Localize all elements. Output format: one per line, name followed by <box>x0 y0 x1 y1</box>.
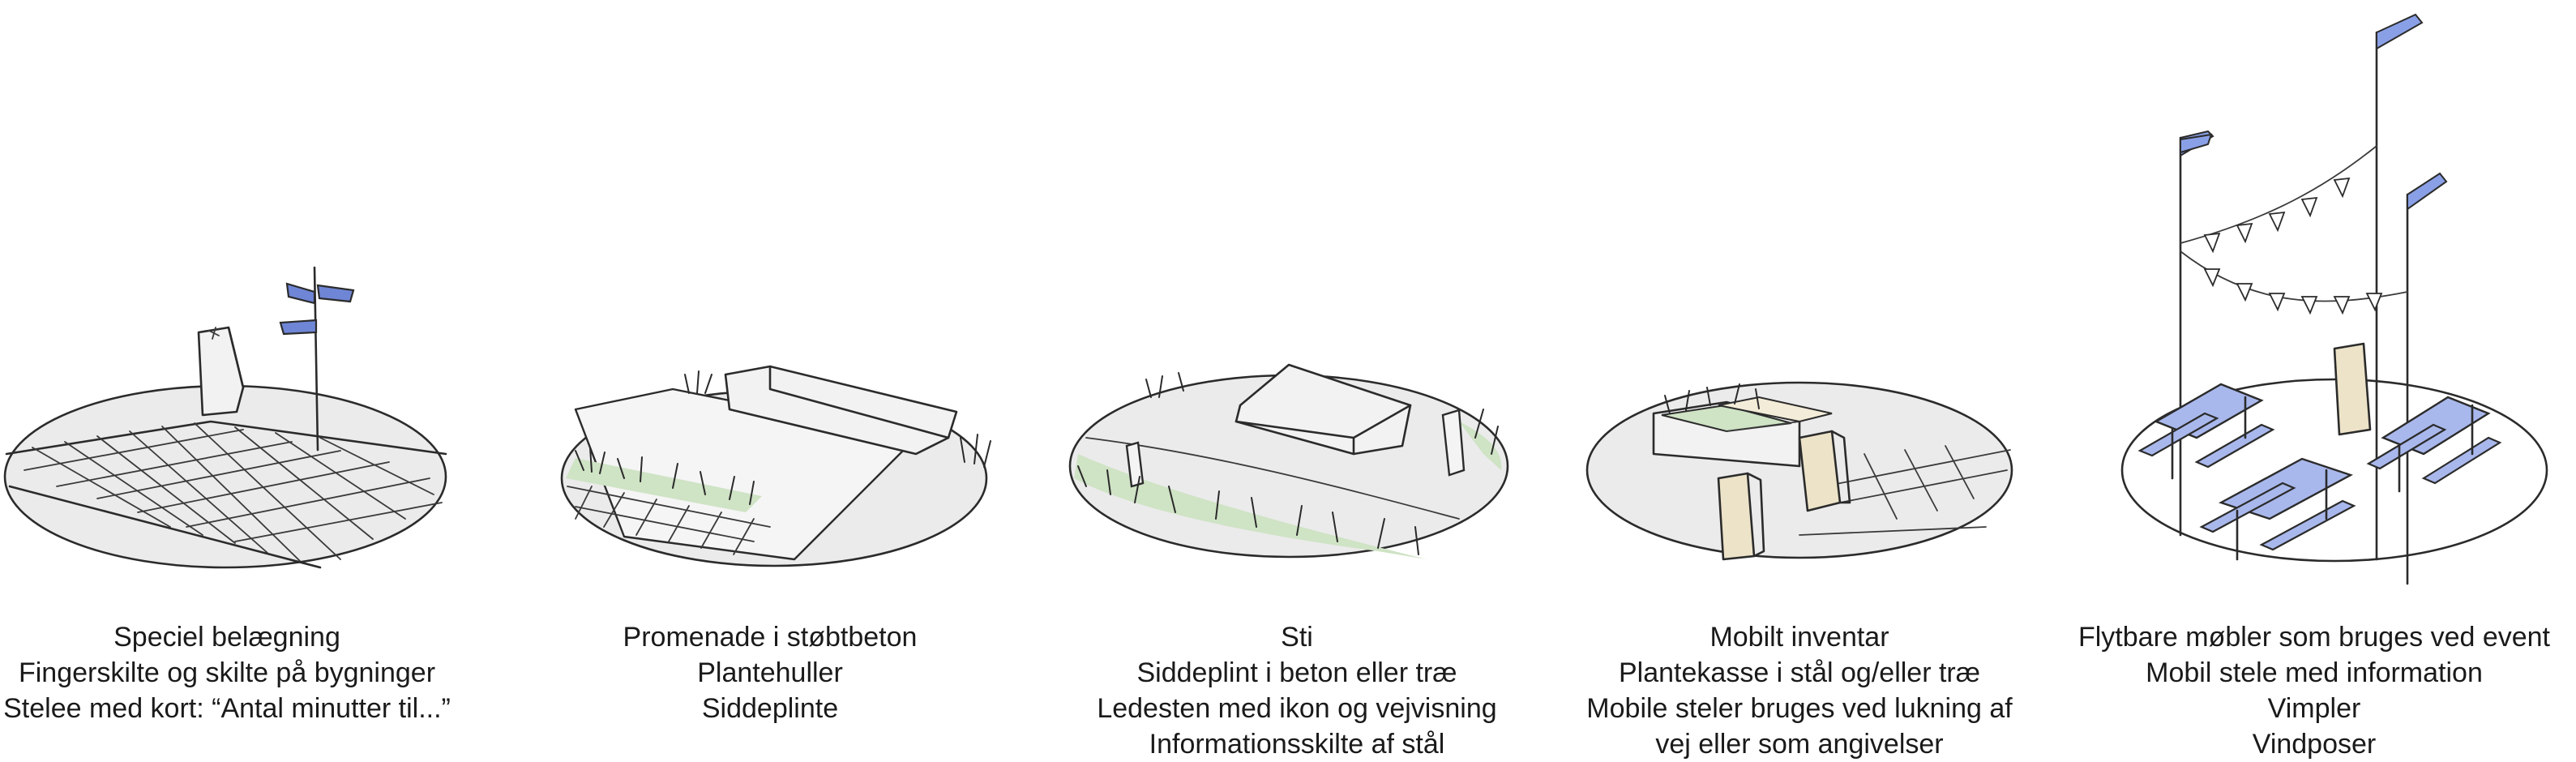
caption-promenade: Promenade i støbtbeton Plantehuller Sidd… <box>527 619 1013 726</box>
panel-promenade: Promenade i støbtbeton Plantehuller Sidd… <box>527 0 1013 761</box>
caption-mobile-furniture: Mobilt inventar Plantekasse i stål og/el… <box>1556 619 2043 762</box>
caption-line: Flytbare møbler som bruges ved event <box>2077 622 2551 653</box>
caption-line: Siddeplint i beton eller træ <box>1136 657 1457 688</box>
guide-stone-icon <box>1125 409 1466 488</box>
caption-line: Sti <box>1281 622 1313 653</box>
caption-line: Informationsskilte af stål <box>1149 729 1445 760</box>
path-sketch <box>1068 363 1509 559</box>
grass-icon <box>575 370 991 505</box>
event-sketch <box>2120 13 2548 585</box>
caption-line: Fingerskilte og skilte på bygninger <box>18 657 436 688</box>
panel-event: Flytbare møbler som bruges ved event Mob… <box>2059 0 2570 761</box>
sitting-plinth-icon <box>724 365 958 456</box>
picnic-table-icon <box>2366 396 2502 493</box>
caption-line: Mobil stele med information <box>2146 657 2483 688</box>
mobile-stele-icon <box>2333 342 2372 436</box>
panel-mobile-furniture: Mobilt inventar Plantekasse i stål og/el… <box>1556 0 2043 761</box>
finger-signpost-icon <box>279 266 355 452</box>
pennant-icon <box>2180 145 2408 315</box>
caption-line: Vindposer <box>2252 729 2377 760</box>
caption-line: Stelee med kort: “Antal minutter til...” <box>3 693 451 724</box>
panel-paving: Speciel belægning Fingerskilte og skilte… <box>0 0 454 761</box>
paving-sketch <box>3 266 447 569</box>
caption-line: Plantehuller <box>697 657 843 688</box>
caption-line: Mobile steler bruges ved lukning af <box>1586 693 2013 724</box>
windsock-icon <box>2180 13 2448 211</box>
promenade-sketch <box>560 365 991 567</box>
planter-box-icon <box>1652 396 1833 468</box>
caption-line: Promenade i støbtbeton <box>623 622 918 653</box>
caption-line: Ledesten med ikon og vejvisning <box>1097 693 1497 724</box>
caption-event: Flytbare møbler som bruges ved event Mob… <box>2059 619 2570 762</box>
grass-icon <box>1077 372 1499 555</box>
stele-icon <box>197 326 245 417</box>
caption-line: Mobilt inventar <box>1709 622 1889 653</box>
picnic-table-icon <box>2199 457 2356 561</box>
caption-paving: Speciel belægning Fingerskilte og skilte… <box>0 619 454 726</box>
mobile-furniture-sketch <box>1585 381 2013 561</box>
caption-line: Vimpler <box>2267 693 2361 724</box>
grass-icon <box>1664 383 1760 414</box>
caption-line: vej eller som angivelser <box>1655 729 1944 760</box>
mobile-stele-icon <box>1717 430 1851 561</box>
panel-path: Sti Siddeplint i beton eller træ Ledeste… <box>1054 0 1540 761</box>
sitting-plinth-icon <box>1235 363 1412 456</box>
picnic-table-icon <box>2137 383 2275 480</box>
caption-line: Speciel belægning <box>113 622 340 653</box>
caption-path: Sti Siddeplint i beton eller træ Ledeste… <box>1054 619 1540 762</box>
caption-line: Siddeplinte <box>701 693 839 724</box>
caption-line: Plantekasse i stål og/eller træ <box>1619 657 1980 688</box>
